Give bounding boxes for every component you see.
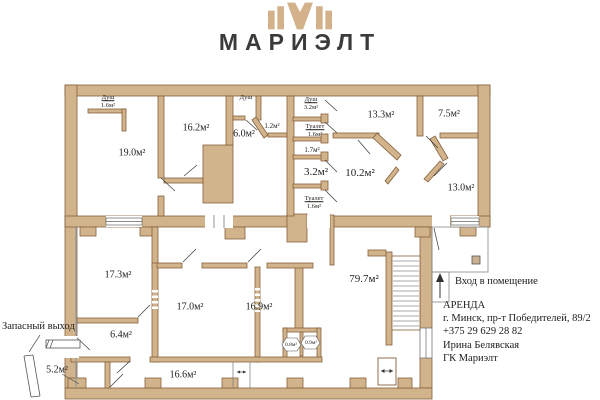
phone-number: +375 29 629 28 82: [443, 326, 523, 338]
room-area-label: 16.2м²: [182, 122, 210, 134]
mariel-logo-icon: [268, 2, 332, 30]
emergency-exit-stairs: [23, 339, 81, 398]
emergency-exit-note: Запасный выход: [2, 321, 75, 332]
room-area-label: 19.0м²: [118, 147, 146, 159]
utility-name: Душ: [239, 94, 253, 102]
room-area-label: 13.3м²: [367, 109, 395, 121]
room-area-label: 16.9м²: [245, 301, 273, 313]
utility-label: Туалет 1.6м²: [306, 123, 325, 139]
room-area-label: 17.0м²: [176, 301, 204, 313]
room-area-label: 3.2м²: [303, 166, 329, 178]
room-area-label: 16.6м²: [169, 369, 197, 381]
utility-area: 1.6м²: [307, 131, 323, 138]
utility-name: Туалет: [304, 195, 324, 203]
utility-area: 3.2м²: [303, 104, 319, 111]
agent-name: Ирина Белявская: [443, 339, 520, 351]
brand-name: МАРИЭЛТ: [218, 29, 382, 55]
room-area-label: 5.2м²: [46, 364, 68, 376]
utility-area: 1.6м²: [306, 203, 322, 210]
room-area-label: 7.5м²: [438, 108, 460, 120]
cell-bubbles: [281, 335, 321, 352]
dashed-partitions: [152, 288, 260, 312]
outer-walls: [64, 84, 491, 400]
corridor-doorway: [232, 362, 251, 388]
utility-label: Душ: [240, 94, 253, 102]
contact-block: АРЕНДА г. Минск, пр-т Победителей, 89/2 …: [443, 299, 591, 365]
entrance-porch: [431, 226, 489, 303]
room-area-label: 0.9м²: [304, 340, 318, 346]
utility-area: 1.6м²: [100, 102, 116, 109]
utility-name: Душ: [304, 96, 318, 104]
entrance-arrow: [436, 273, 444, 298]
utility-name: Туалет: [305, 123, 325, 131]
room-area-label: 0.8м²: [284, 342, 298, 348]
window-symbols: [105, 215, 480, 359]
room-area-label: 79.7м²: [349, 273, 379, 285]
room-area-label: 13.0м²: [447, 182, 475, 194]
address-line: г. Минск, пр-т Победителей, 89/2: [443, 313, 591, 325]
utility-label: Душ 1.6м²: [101, 94, 115, 110]
utility-label: Туалет 1.6м²: [305, 195, 324, 211]
room-area-label: 6.0м²: [233, 128, 255, 140]
utility-name: Душ: [101, 94, 115, 102]
room-area-label: 10.2м²: [345, 167, 375, 179]
offer-type: АРЕНДА: [443, 300, 486, 311]
room-area-label: 1.2м²: [264, 122, 280, 130]
company-name: ГК Мариэлт: [443, 352, 498, 364]
shaft: [377, 357, 397, 386]
staircase: [391, 255, 421, 331]
door-leaves: [28, 99, 448, 388]
inner-walls: [70, 95, 479, 389]
room-area-label: 17.3м²: [104, 269, 132, 281]
room-area-label: 1.7м²: [304, 146, 320, 154]
entrance-note: Вход в помещение: [455, 276, 538, 287]
room-area-label: 6.4м²: [110, 329, 132, 341]
utility-label: Душ 3.2м²: [304, 96, 318, 112]
